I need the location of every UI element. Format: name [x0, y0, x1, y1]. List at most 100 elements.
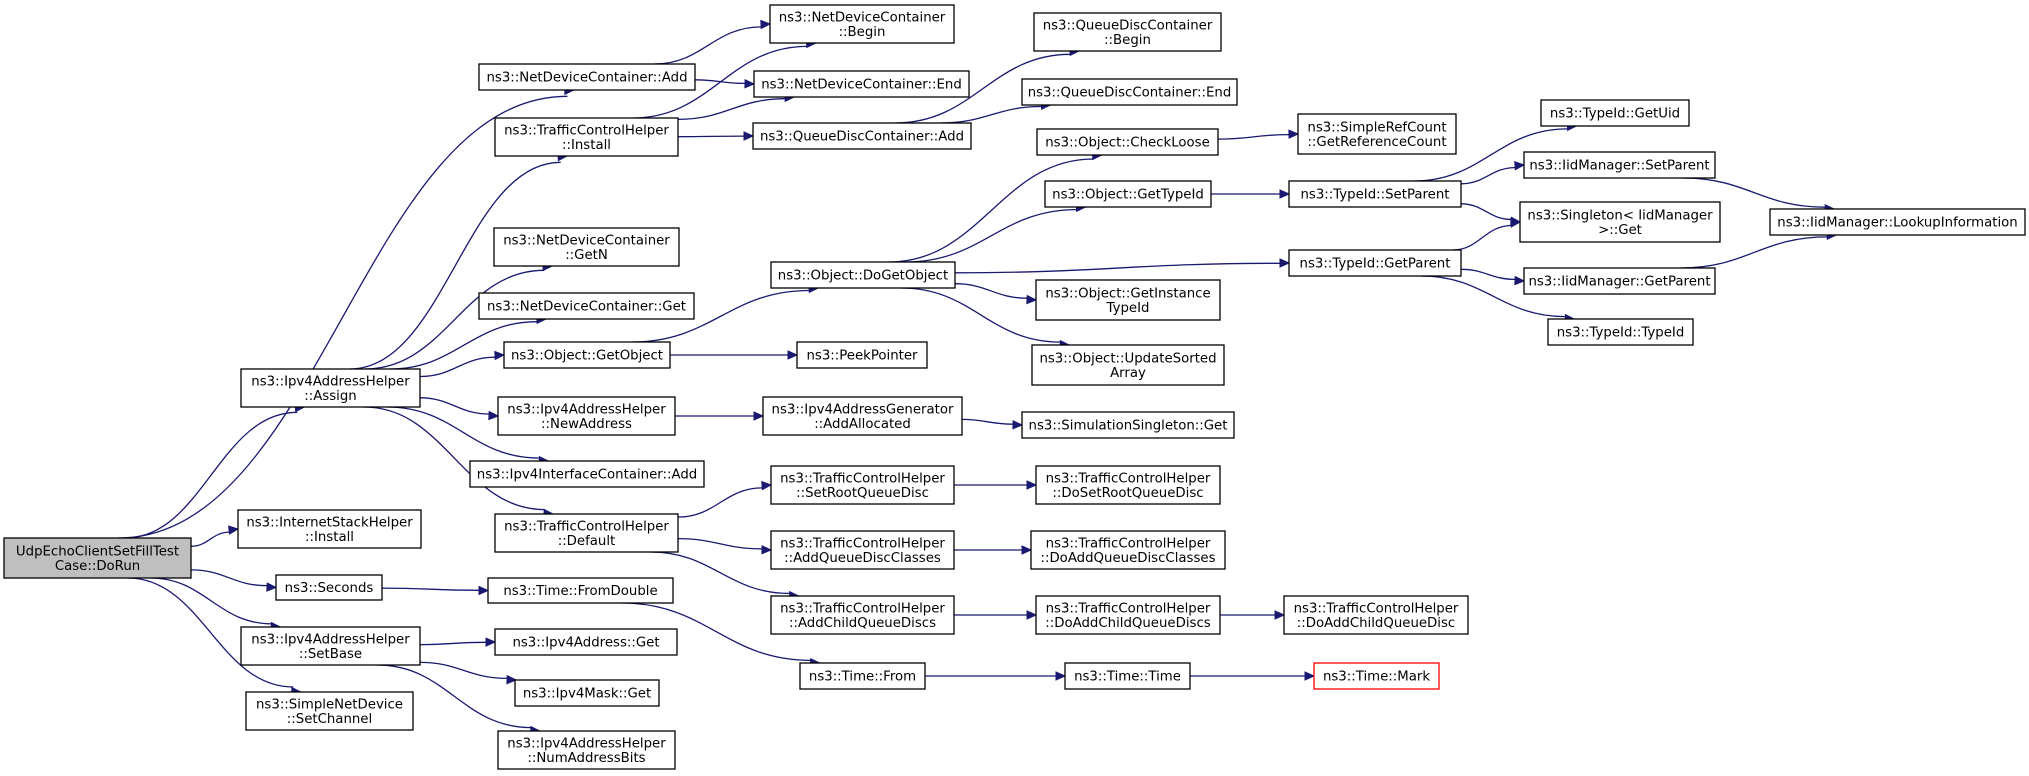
edge-iidm-getparent-to-iidm-lookup [1680, 236, 1828, 269]
node-simsingleton-get[interactable]: ns3::SimulationSingleton::Get [1021, 411, 1235, 439]
node-label: ns3::TrafficControlHelper [780, 536, 945, 551]
node-box [1033, 12, 1222, 52]
node-snd-setchannel[interactable]: ns3::SimpleNetDevice::SetChannel [245, 691, 414, 731]
node-typeid-setparent[interactable]: ns3::TypeId::SetParent [1288, 180, 1462, 208]
node-box [494, 628, 678, 656]
node-label: ns3::SimpleRefCount [1307, 120, 1446, 135]
node-obj-getobject[interactable]: ns3::Object::GetObject [503, 341, 671, 369]
edge-obj-checkloose-to-src-getrefcount [1217, 133, 1290, 140]
edge-tch-default-to-tch-addqdclasses [677, 537, 763, 550]
node-seconds[interactable]: ns3::Seconds [275, 574, 383, 601]
node-label: >::Get [1598, 223, 1642, 238]
node-typeid-getparent[interactable]: ns3::TypeId::GetParent [1288, 249, 1462, 277]
node-label: ::Install [305, 530, 354, 545]
node-ipv4ag-addalloc[interactable]: ns3::Ipv4AddressGenerator::AddAllocated [762, 396, 963, 436]
node-ish-install[interactable]: ns3::InternetStackHelper::Install [237, 509, 422, 549]
node-label: ns3::SimulationSingleton::Get [1029, 419, 1228, 434]
arrowhead [1026, 480, 1038, 490]
node-typeid-typeid[interactable]: ns3::TypeId::TypeId [1547, 318, 1694, 346]
node-tch-doaddqdclasses[interactable]: ns3::TrafficControlHelper::DoAddQueueDis… [1030, 530, 1226, 570]
node-tch-addchild[interactable]: ns3::TrafficControlHelper::AddChildQueue… [770, 595, 955, 635]
edge-ipv4ah-setbase-to-ipv4addr-get [419, 641, 487, 646]
node-label: ns3::Object::GetTypeId [1052, 188, 1204, 203]
node-label: ns3::Ipv4AddressGenerator [772, 402, 954, 417]
edge-ipv4ag-addalloc-to-simsingleton-get [961, 418, 1014, 425]
node-box [1031, 344, 1225, 386]
node-tch-doaddchildren[interactable]: ns3::TrafficControlHelper::DoAddChildQue… [1035, 595, 1221, 635]
node-tch-default[interactable]: ns3::TrafficControlHelper::Default [494, 513, 679, 553]
node-qdc-begin[interactable]: ns3::QueueDiscContainer::Begin [1033, 12, 1222, 52]
node-label: ::Assign [304, 389, 356, 404]
arrowhead [478, 585, 490, 596]
edge-tch-install-to-ndc-begin [632, 45, 808, 119]
node-ndc-begin[interactable]: ns3::NetDeviceContainer::Begin [769, 4, 955, 44]
node-tch-doaddchild[interactable]: ns3::TrafficControlHelper::DoAddChildQue… [1283, 595, 1469, 635]
node-ipv4ah-setbase[interactable]: ns3::Ipv4AddressHelper::SetBase [240, 626, 421, 666]
node-box [799, 662, 926, 690]
node-typeid-getuid[interactable]: ns3::TypeId::GetUid [1540, 99, 1690, 127]
node-src-getrefcount[interactable]: ns3::SimpleRefCount::GetReferenceCount [1297, 113, 1457, 155]
node-iidm-lookup[interactable]: ns3::IidManager::LookupInformation [1769, 208, 2026, 236]
node-box [1283, 595, 1469, 635]
node-label: ::GetN [565, 248, 608, 263]
node-label: ::SetBase [299, 647, 362, 662]
node-ndc-add[interactable]: ns3::NetDeviceContainer::Add [478, 63, 696, 91]
node-singleton-get[interactable]: ns3::Singleton< IidManager>::Get [1519, 201, 1721, 243]
node-obj-checkloose[interactable]: ns3::Object::CheckLoose [1036, 128, 1219, 156]
node-ndc-get[interactable]: ns3::NetDeviceContainer::Get [478, 292, 695, 320]
node-label: ::Begin [839, 25, 886, 40]
node-ipv4ah-numbits[interactable]: ns3::Ipv4AddressHelper::NumAddressBits [497, 730, 676, 770]
node-label: TypeId [1106, 301, 1150, 316]
node-box [497, 730, 676, 770]
node-label: ns3::Ipv4AddressHelper [507, 736, 666, 751]
node-ipv4ah-newaddr[interactable]: ns3::Ipv4AddressHelper::NewAddress [497, 396, 676, 436]
node-ipv4ic-add[interactable]: ns3::Ipv4InterfaceContainer::Add [469, 460, 705, 488]
node-tch-install[interactable]: ns3::TrafficControlHelper::Install [494, 117, 679, 157]
node-box [494, 117, 679, 157]
node-tch-dosetroot[interactable]: ns3::TrafficControlHelper::DoSetRootQueu… [1035, 465, 1221, 505]
edge-ipv4ah-assign-to-tch-default [363, 406, 546, 511]
node-time-mark[interactable]: ns3::Time::Mark [1313, 662, 1440, 690]
edge-tch-default-to-tch-addchild [650, 551, 790, 595]
edge-root-to-seconds [190, 569, 268, 587]
node-peekpointer[interactable]: ns3::PeekPointer [796, 341, 928, 369]
node-iidm-setparent[interactable]: ns3::IidManager::SetParent [1523, 151, 1716, 179]
edge-obj-dogetobject-to-obj-checkloose [888, 158, 1094, 263]
node-tch-addqdclasses[interactable]: ns3::TrafficControlHelper::AddQueueDiscC… [770, 530, 955, 570]
node-time-time[interactable]: ns3::Time::Time [1064, 662, 1191, 690]
node-ipv4ah-assign[interactable]: ns3::Ipv4AddressHelper::Assign [240, 368, 421, 408]
node-label: ns3::Ipv4AddressHelper [251, 374, 410, 389]
node-label: ns3::TypeId::SetParent [1300, 188, 1449, 203]
node-obj-gettypeid[interactable]: ns3::Object::GetTypeId [1044, 180, 1212, 208]
arrowhead [485, 637, 497, 647]
node-qdc-end[interactable]: ns3::QueueDiscContainer::End [1021, 78, 1238, 106]
edge-ipv4ah-assign-to-ndc-get [389, 321, 538, 370]
node-box [1044, 180, 1212, 208]
edge-ipv4ah-assign-to-ipv4ic-add [387, 406, 540, 459]
node-ipv4addr-get[interactable]: ns3::Ipv4Address::Get [494, 628, 678, 656]
node-label: ns3::NetDeviceContainer::Add [486, 71, 687, 86]
node-box [503, 341, 671, 369]
node-iidm-getparent[interactable]: ns3::IidManager::GetParent [1523, 267, 1716, 295]
node-label: ns3::Object::CheckLoose [1045, 136, 1210, 151]
node-time-from[interactable]: ns3::Time::From [799, 662, 926, 690]
node-obj-dogetobject[interactable]: ns3::Object::DoGetObject [770, 261, 956, 289]
node-time-fromdouble[interactable]: ns3::Time::FromDouble [487, 577, 674, 604]
arrowhead [1288, 129, 1300, 139]
edge-obj-dogetobject-to-obj-gettypeid [905, 208, 1077, 263]
node-label: ns3::QueueDiscContainer::Add [760, 130, 964, 145]
edge-ipv4ah-setbase-to-ipv4mask-get [419, 661, 508, 680]
node-ipv4mask-get[interactable]: ns3::Ipv4Mask::Get [514, 679, 660, 707]
node-box [487, 577, 674, 604]
arrowhead [1279, 189, 1291, 199]
edge-root-to-ipv4ah-assign [124, 411, 298, 539]
node-ndc-end[interactable]: ns3::NetDeviceContainer::End [753, 70, 970, 98]
node-tch-setroot[interactable]: ns3::TrafficControlHelper::SetRootQueueD… [770, 465, 955, 505]
node-label: ns3::SimpleNetDevice [256, 697, 403, 712]
node-qdc-add[interactable]: ns3::QueueDiscContainer::Add [752, 122, 972, 150]
node-ndc-getn[interactable]: ns3::NetDeviceContainer::GetN [493, 227, 680, 267]
